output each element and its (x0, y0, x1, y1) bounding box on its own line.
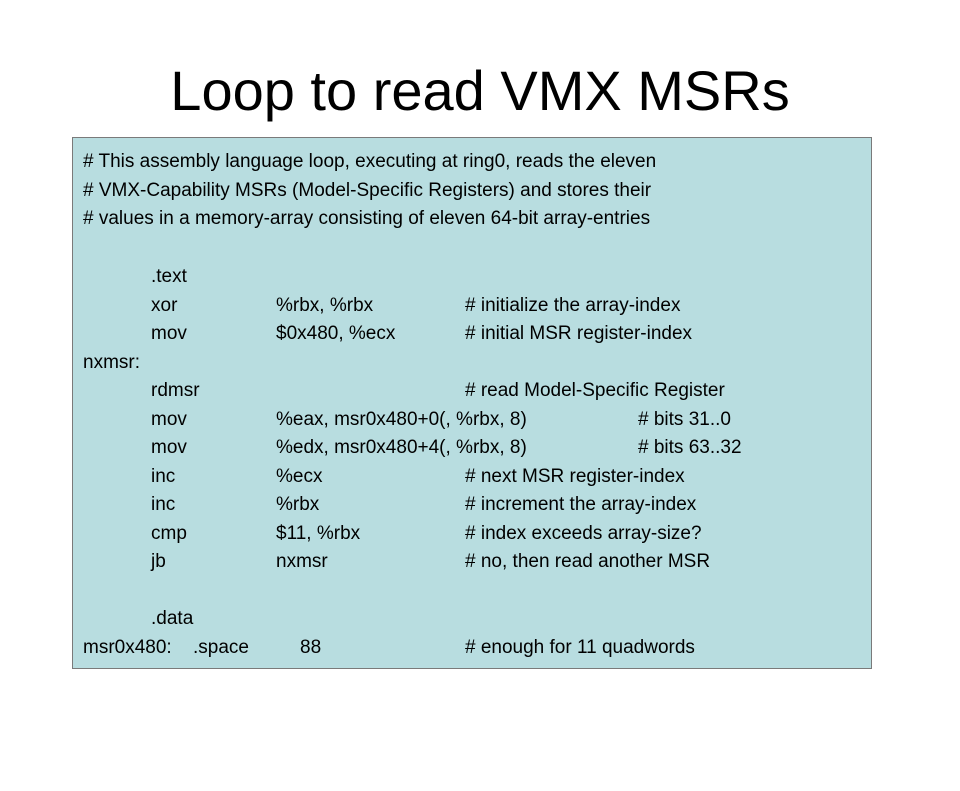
code-line-cmp: cmp $11, %rbx # index exceeds array-size… (83, 521, 702, 547)
code-line-text-directive: .text (83, 264, 187, 290)
line-comment: # enough for 11 quadwords (465, 637, 695, 658)
line-comment: # bits 63..32 (638, 437, 742, 458)
code-label-nxmsr: nxmsr: (83, 350, 140, 376)
code-line-mov-edx: mov %edx, msr0x480+4(, %rbx, 8) # bits 6… (83, 435, 742, 461)
operands: $11, %rbx (276, 523, 361, 544)
directive: .data (151, 608, 194, 629)
code-line-rdmsr: rdmsr # read Model-Specific Register (83, 378, 725, 404)
line-comment: # initial MSR register-index (465, 323, 693, 344)
instruction: jb (151, 551, 166, 572)
instruction: mov (151, 323, 187, 344)
line-comment: # bits 31..0 (638, 409, 731, 430)
operands: %rbx, %rbx (276, 295, 374, 316)
line-comment: # read Model-Specific Register (465, 380, 725, 401)
instruction: .space (193, 637, 249, 658)
line-comment: # increment the array-index (465, 494, 697, 515)
instruction: cmp (151, 523, 187, 544)
operands: $0x480, %ecx (276, 323, 396, 344)
code-line-data-directive: .data (83, 606, 193, 632)
operands: %rbx (276, 494, 320, 515)
operands: 88 (300, 637, 322, 658)
operands: %edx, msr0x480+4(, %rbx, 8) (276, 437, 527, 458)
comment-text: # VMX-Capability MSRs (Model-Specific Re… (83, 180, 652, 201)
code-listing-box: # This assembly language loop, executing… (72, 137, 872, 669)
code-line-mov-eax: mov %eax, msr0x480+0(, %rbx, 8) # bits 3… (83, 407, 731, 433)
code-comment-line: # This assembly language loop, executing… (83, 149, 656, 175)
line-comment: # next MSR register-index (465, 466, 685, 487)
slide-title: Loop to read VMX MSRs (170, 59, 790, 122)
code-comment-line: # values in a memory-array consisting of… (83, 206, 650, 232)
instruction: inc (151, 494, 176, 515)
operands: nxmsr (276, 551, 328, 572)
line-comment: # initialize the array-index (465, 295, 681, 316)
line-comment: # index exceeds array-size? (465, 523, 702, 544)
line-comment: # no, then read another MSR (465, 551, 711, 572)
comment-text: # values in a memory-array consisting of… (83, 208, 651, 229)
code-line-jb: jb nxmsr # no, then read another MSR (83, 549, 710, 575)
instruction: mov (151, 409, 187, 430)
code-line-inc-rbx: inc %rbx # increment the array-index (83, 492, 696, 518)
label: nxmsr: (83, 352, 140, 373)
operands: %eax, msr0x480+0(, %rbx, 8) (276, 409, 527, 430)
instruction: xor (151, 295, 178, 316)
code-line-xor: xor %rbx, %rbx # initialize the array-in… (83, 293, 680, 319)
directive: .text (151, 266, 187, 287)
comment-text: # This assembly language loop, executing… (83, 151, 657, 172)
instruction: mov (151, 437, 187, 458)
instruction: rdmsr (151, 380, 200, 401)
operands: %ecx (276, 466, 323, 487)
code-line-mov-ecx: mov $0x480, %ecx # initial MSR register-… (83, 321, 692, 347)
label: msr0x480: (83, 637, 172, 658)
code-line-inc-ecx: inc %ecx # next MSR register-index (83, 464, 685, 490)
instruction: inc (151, 466, 176, 487)
code-comment-line: # VMX-Capability MSRs (Model-Specific Re… (83, 178, 651, 204)
code-line-msr-array: msr0x480: .space 88 # enough for 11 quad… (83, 635, 695, 661)
